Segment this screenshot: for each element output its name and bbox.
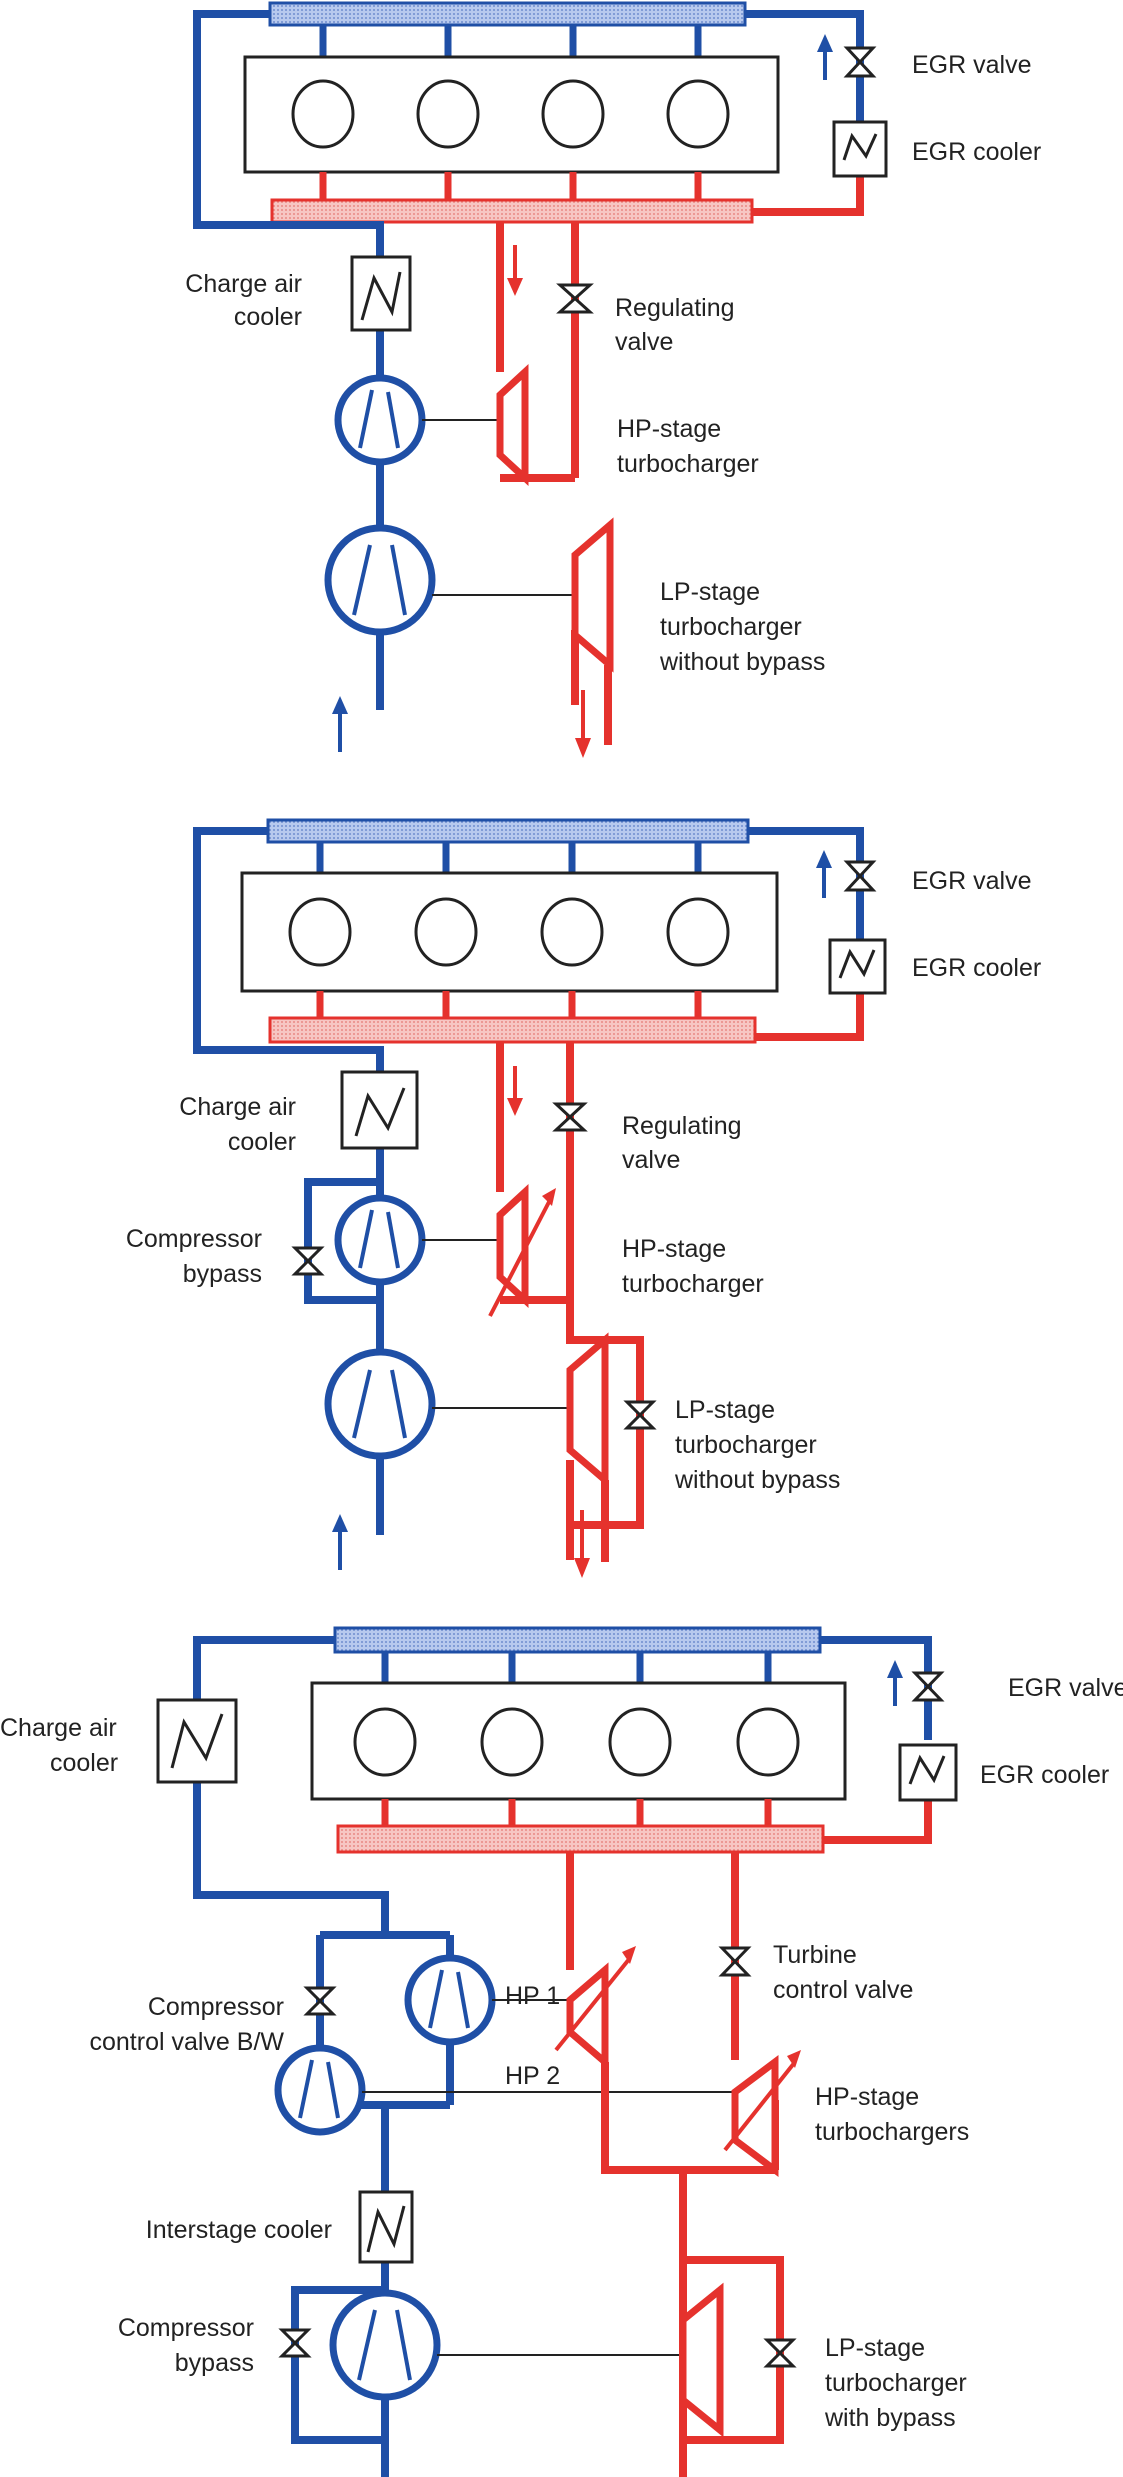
egr-valve-label: EGR valve (912, 867, 1031, 895)
hp1-label: HP 1 (505, 1982, 560, 2010)
lp-compressor-icon (324, 524, 436, 636)
egr-valve-icon (843, 46, 877, 78)
regulating-valve-label-1: Regulating (622, 1112, 742, 1140)
flow-arrow-icon (332, 696, 348, 752)
hp1-turbine-icon (554, 1946, 636, 2070)
compressor-control-valve-label-1: Compressor (148, 1993, 284, 2021)
charge-air-cooler-label-2: cooler (228, 1128, 296, 1156)
lp-bypass-valve-icon (623, 1400, 657, 1430)
compressor-control-valve-label-2: control valve B/W (89, 2028, 284, 2056)
charge-air-cooler-label-2: cooler (234, 303, 302, 331)
panel-1: EGR valve EGR cooler Charge air cooler R… (185, 1, 1041, 758)
hp-stage-label-1: HP-stage (815, 2083, 919, 2111)
hp1-compressor-icon (404, 1954, 496, 2046)
egr-cooler-label: EGR cooler (980, 1761, 1109, 1789)
lp-stage-label-2: turbocharger (675, 1431, 817, 1459)
egr-cooler-icon (828, 938, 887, 995)
turbine-control-valve-label-1: Turbine (773, 1941, 857, 1969)
lp-stage-label-3: without bypass (674, 1466, 840, 1494)
intake-manifold (268, 1, 747, 27)
hp-stage-label-1: HP-stage (622, 1235, 726, 1263)
exhaust-manifold (336, 1824, 825, 1854)
lp-stage-label-3: with bypass (824, 2404, 956, 2432)
exhaust-manifold (270, 198, 754, 224)
cylinders (353, 1707, 800, 1777)
regulating-valve-label-2: valve (622, 1146, 680, 1174)
panel-3: EGR valve EGR cooler Charge air cooler C… (0, 1626, 1123, 2477)
panel-2: EGR valve EGR cooler Charge air cooler C… (126, 818, 1041, 1578)
lp-turbine-icon (571, 517, 614, 673)
lp-compressor-icon (329, 2289, 441, 2401)
hp-stage-label-2: turbochargers (815, 2118, 969, 2146)
regulating-valve-icon (552, 1102, 588, 1132)
charge-air-cooler-label-1: Charge air (185, 270, 302, 298)
charge-air-cooler-icon (350, 255, 412, 332)
egr-cooler-label: EGR cooler (912, 138, 1041, 166)
compressor-bypass-label-2: bypass (183, 1260, 262, 1288)
hp2-turbine-icon (723, 2050, 801, 2177)
compressor-control-valve-icon (303, 1986, 337, 2016)
lp-stage-label-2: turbocharger (825, 2369, 967, 2397)
hp2-label: HP 2 (505, 2062, 560, 2090)
lp-stage-label-3: without bypass (659, 648, 825, 676)
flow-arrow-icon (887, 1660, 903, 1706)
regulating-valve-icon (556, 283, 594, 314)
intake-manifold (333, 1626, 822, 1654)
compressor-bypass-label-1: Compressor (118, 2314, 254, 2342)
interstage-cooler-label: Interstage cooler (146, 2216, 332, 2244)
egr-cooler-icon (898, 1743, 958, 1802)
egr-valve-label: EGR valve (1008, 1674, 1123, 1702)
charge-air-cooler-label-1: Charge air (179, 1093, 296, 1121)
lp-turbine-icon (566, 1332, 609, 1488)
flow-arrow-icon (575, 690, 591, 758)
exhaust-manifold (268, 1016, 757, 1044)
egr-valve-label: EGR valve (912, 51, 1031, 79)
interstage-cooler-icon (358, 2190, 414, 2264)
cylinders (291, 79, 730, 149)
intake-manifold (266, 818, 750, 844)
hp2-compressor-icon (274, 2044, 366, 2136)
compressor-bypass-label-2: bypass (175, 2349, 254, 2377)
turbine-control-valve-icon (718, 1946, 752, 1977)
egr-cooler-icon (832, 120, 888, 178)
flow-arrow-icon (507, 245, 523, 296)
hp-stage-label-1: HP-stage (617, 415, 721, 443)
compressor-bypass-valve-icon (278, 2328, 312, 2358)
charge-air-cooler-label-1: Charge air (0, 1714, 117, 1742)
charge-air-cooler-label-2: cooler (50, 1749, 118, 1777)
flow-arrow-icon (332, 1514, 348, 1570)
regulating-valve-label-2: valve (615, 328, 673, 356)
lp-stage-label-2: turbocharger (660, 613, 802, 641)
lp-stage-label-1: LP-stage (660, 578, 760, 606)
hp-compressor-icon (334, 374, 426, 466)
hp-turbine-icon (488, 1184, 556, 1317)
egr-cooler-label: EGR cooler (912, 954, 1041, 982)
egr-valve-icon (843, 860, 877, 892)
hp-compressor-icon (334, 1194, 426, 1286)
egr-valve-icon (911, 1671, 945, 1702)
flow-arrow-icon (817, 34, 833, 80)
flow-arrow-icon (816, 850, 832, 898)
hp-turbine-icon (496, 364, 529, 486)
flow-arrow-icon (507, 1066, 523, 1116)
flow-arrow-icon (574, 1510, 590, 1578)
lp-stage-label-1: LP-stage (675, 1396, 775, 1424)
cylinders (288, 897, 730, 967)
compressor-bypass-label-1: Compressor (126, 1225, 262, 1253)
hp-stage-label-2: turbocharger (622, 1270, 764, 1298)
lp-turbine-icon (679, 2282, 724, 2438)
lp-compressor-icon (324, 1348, 436, 1460)
charge-air-cooler-icon (340, 1070, 419, 1150)
lp-stage-label-1: LP-stage (825, 2334, 925, 2362)
regulating-valve-label-1: Regulating (615, 294, 735, 322)
charge-air-cooler-icon (156, 1698, 238, 1784)
compressor-bypass-valve-icon (291, 1246, 325, 1276)
hp-stage-label-2: turbocharger (617, 450, 759, 478)
turbine-control-valve-label-2: control valve (773, 1976, 913, 2004)
lp-bypass-valve-icon (763, 2338, 797, 2368)
